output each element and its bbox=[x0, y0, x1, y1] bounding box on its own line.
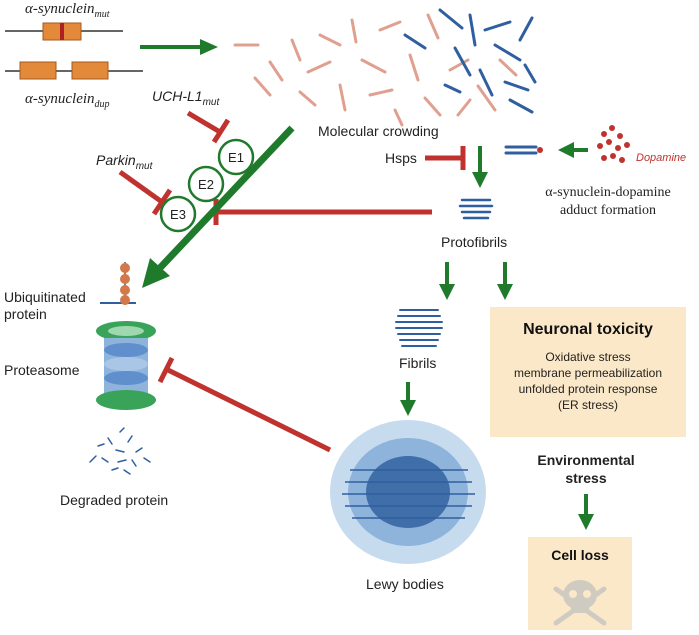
cell-loss-box: Cell loss bbox=[528, 537, 632, 630]
ubiq-line1: Ubiquitinated bbox=[4, 289, 86, 305]
dopamine-label: Dopamine bbox=[636, 152, 687, 164]
arrow-to-toxicity bbox=[497, 262, 513, 300]
ubiquitin-chain-icon bbox=[100, 262, 136, 305]
degraded-protein-icon bbox=[89, 427, 151, 475]
uch-label: UCH-L1mut bbox=[152, 88, 219, 108]
arrow-dopamine bbox=[558, 142, 588, 158]
fibrils-label: Fibrils bbox=[399, 355, 437, 371]
gene-mut-text: α-synuclein bbox=[25, 1, 95, 17]
gene-mut-icon bbox=[5, 22, 123, 41]
protofibrils-icon bbox=[458, 198, 494, 220]
enzyme-e1-circle bbox=[217, 138, 255, 176]
env-stress-label: Environmental stress bbox=[516, 451, 656, 487]
enzyme-e2-circle bbox=[187, 165, 225, 203]
fibrils-icon bbox=[395, 309, 443, 347]
gene-dup-sub: dup bbox=[94, 99, 110, 110]
adduct-label: α-synuclein-dopamine adduct formation bbox=[518, 184, 698, 220]
toxicity-item: membrane permeabilization bbox=[513, 366, 663, 380]
gene-mut-sub: mut bbox=[94, 9, 110, 20]
hsps-label: Hsps bbox=[385, 150, 417, 166]
degraded-label: Degraded protein bbox=[60, 492, 169, 508]
protofibrils-label: Protofibrils bbox=[441, 234, 508, 250]
enzyme-e3-circle bbox=[159, 195, 197, 233]
protofibril-inhibit-bar bbox=[213, 199, 432, 225]
cell-loss-title: Cell loss bbox=[551, 547, 609, 563]
uch-text: UCH-L1 bbox=[152, 88, 203, 104]
neuronal-toxicity-box: Neuronal toxicity Oxidative stress membr… bbox=[490, 307, 686, 437]
gene-dup-label: α-synucleindup bbox=[25, 91, 110, 110]
proteasome-icon bbox=[96, 321, 156, 410]
proteasome-label: Proteasome bbox=[4, 362, 80, 378]
parkin-label: Parkinmut bbox=[96, 152, 152, 172]
arrow-genes-to-crowding bbox=[140, 39, 218, 55]
uch-sub: mut bbox=[202, 96, 220, 108]
parkin-text: Parkin bbox=[96, 152, 136, 168]
arrow-to-cell-loss bbox=[578, 494, 594, 530]
adduct-line1: α-synuclein-dopamine bbox=[545, 185, 671, 200]
skull-icon bbox=[553, 580, 607, 626]
adduct-rod-icon bbox=[504, 145, 543, 155]
enzyme-e3-text: E3 bbox=[170, 207, 186, 222]
uch-inhibit-bar bbox=[186, 110, 231, 144]
ubiq-line2: protein bbox=[4, 306, 47, 322]
arrow-to-fibrils bbox=[439, 262, 455, 300]
arrow-to-protofibrils bbox=[472, 146, 488, 188]
parkin-sub: mut bbox=[135, 160, 153, 172]
crowding-label: Molecular crowding bbox=[318, 123, 439, 139]
hsps-inhibit-bar bbox=[425, 146, 466, 170]
lewy-body-icon bbox=[330, 420, 486, 564]
arrow-to-ubiquitin bbox=[142, 125, 295, 288]
arrow-to-lewy bbox=[400, 382, 416, 416]
toxicity-title: Neuronal toxicity bbox=[523, 321, 653, 338]
env-line1: Environmental bbox=[537, 452, 635, 468]
toxicity-item: Oxidative stress bbox=[545, 350, 631, 364]
lewy-label: Lewy bodies bbox=[366, 576, 444, 592]
ubiquitinated-label: Ubiquitinated protein bbox=[4, 289, 86, 323]
adduct-line2: adduct formation bbox=[559, 203, 657, 218]
gene-dup-text: α-synuclein bbox=[25, 91, 95, 107]
dopamine-dots-icon bbox=[597, 125, 630, 163]
gene-dup-icon bbox=[5, 61, 143, 80]
crowding-rods-icon bbox=[233, 8, 537, 127]
gene-mut-label: α-synucleinmut bbox=[25, 1, 110, 20]
parkin-inhibit-bar bbox=[118, 169, 173, 216]
toxicity-item: (ER stress) bbox=[558, 398, 618, 412]
enzyme-e1-text: E1 bbox=[228, 150, 244, 165]
enzyme-e2-text: E2 bbox=[198, 177, 214, 192]
lewy-inhibit-bar bbox=[157, 356, 332, 453]
toxicity-item: unfolded protein response bbox=[518, 382, 658, 396]
env-line2: stress bbox=[565, 470, 607, 486]
